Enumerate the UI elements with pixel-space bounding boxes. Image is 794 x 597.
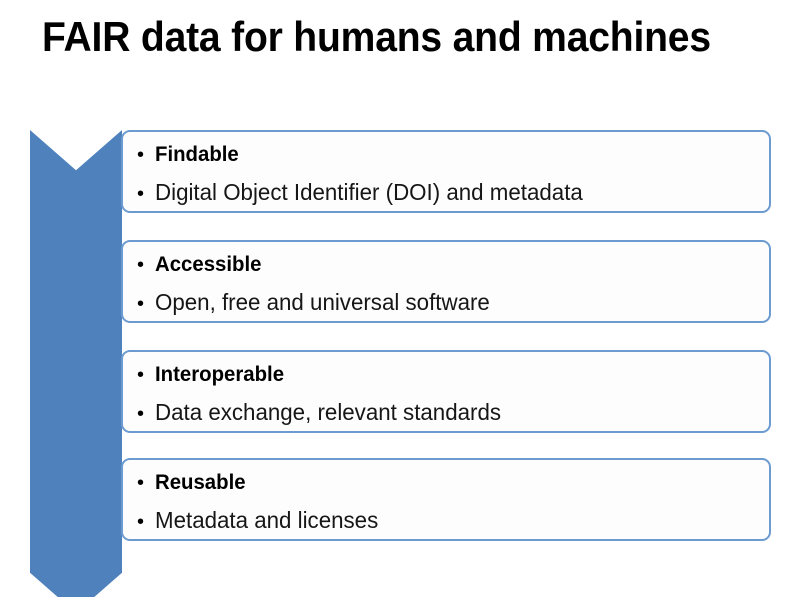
callout-box-1[interactable]: • Findable • Digital Object Identifier (… bbox=[121, 130, 771, 213]
list-item-heading-1: • Findable bbox=[137, 136, 759, 174]
bullet-dot-icon: • bbox=[137, 183, 145, 205]
list-item-detail-1: • Digital Object Identifier (DOI) and me… bbox=[137, 174, 759, 213]
list-item-detail-2: • Open, free and universal software bbox=[137, 284, 759, 323]
process-step-1: • Findable • Digital Object Identifier (… bbox=[0, 130, 794, 285]
list-item-detail-3: • Data exchange, relevant standards bbox=[137, 394, 759, 433]
step-heading-label: Accessible bbox=[155, 253, 262, 276]
list-item-heading-4: • Reusable bbox=[137, 464, 759, 502]
step-heading-label: Interoperable bbox=[155, 363, 285, 386]
step-detail-label: Open, free and universal software bbox=[155, 289, 490, 315]
list-item-detail-4: • Metadata and licenses bbox=[137, 502, 759, 541]
bullet-dot-icon: • bbox=[137, 254, 145, 276]
step-detail-label: Data exchange, relevant standards bbox=[155, 399, 502, 425]
callout-box-4[interactable]: • Reusable • Metadata and licenses bbox=[121, 458, 771, 541]
bullet-list-4: • Reusable • Metadata and licenses bbox=[137, 464, 759, 541]
bullet-dot-icon: • bbox=[137, 472, 145, 494]
bullet-list-1: • Findable • Digital Object Identifier (… bbox=[137, 136, 759, 213]
list-item-heading-3: • Interoperable bbox=[137, 356, 759, 394]
step-heading-label: Findable bbox=[155, 143, 239, 166]
step-heading-label: Reusable bbox=[155, 471, 246, 494]
chevron-arrow-4 bbox=[30, 458, 122, 597]
step-detail-label: Digital Object Identifier (DOI) and meta… bbox=[155, 179, 583, 205]
page-title: FAIR data for humans and machines bbox=[42, 13, 711, 60]
step-detail-label: Metadata and licenses bbox=[155, 507, 379, 533]
callout-box-2[interactable]: • Accessible • Open, free and universal … bbox=[121, 240, 771, 323]
bullet-dot-icon: • bbox=[137, 511, 145, 533]
bullet-dot-icon: • bbox=[137, 144, 145, 166]
bullet-dot-icon: • bbox=[137, 403, 145, 425]
bullet-list-2: • Accessible • Open, free and universal … bbox=[137, 246, 759, 323]
bullet-list-3: • Interoperable • Data exchange, relevan… bbox=[137, 356, 759, 433]
list-item-heading-2: • Accessible bbox=[137, 246, 759, 284]
process-step-4: • Reusable • Metadata and licenses bbox=[0, 458, 794, 597]
callout-box-3[interactable]: • Interoperable • Data exchange, relevan… bbox=[121, 350, 771, 433]
bullet-dot-icon: • bbox=[137, 293, 145, 315]
bullet-dot-icon: • bbox=[137, 364, 145, 386]
